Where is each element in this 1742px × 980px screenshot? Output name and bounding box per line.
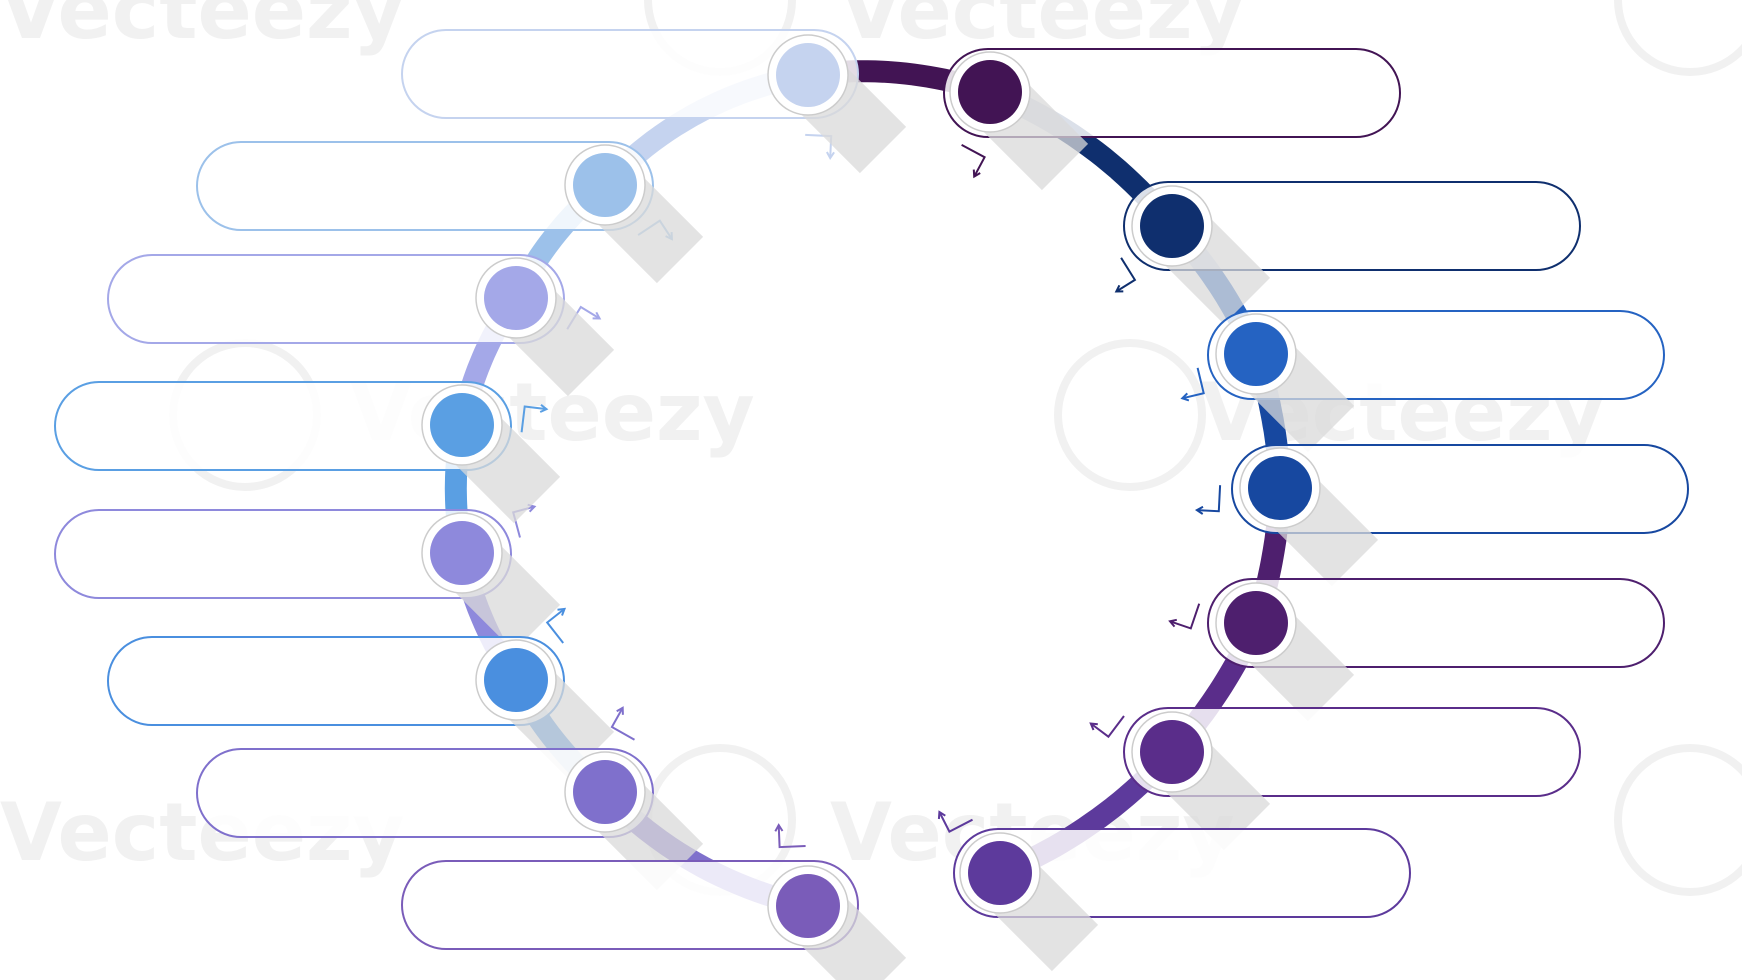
- connector-arrow: [1090, 715, 1125, 739]
- step-node[interactable]: [776, 874, 840, 938]
- connector-arrow: [610, 707, 635, 741]
- step-node[interactable]: [1224, 591, 1288, 655]
- step-node[interactable]: [573, 760, 637, 824]
- step-callout-2: [196, 141, 704, 284]
- connector-arrow: [1196, 485, 1222, 513]
- step-label-box[interactable]: [107, 254, 565, 344]
- step-callout-15: [953, 828, 1411, 972]
- step-label-box[interactable]: [196, 748, 654, 838]
- step-callout-5: [54, 509, 561, 652]
- step-callout-13: [1207, 578, 1665, 722]
- step-node[interactable]: [968, 841, 1032, 905]
- watermark-text: Vecteezy: [840, 0, 1245, 57]
- step-callout-10: [1123, 181, 1581, 325]
- connector-arrow: [1115, 257, 1137, 293]
- step-node[interactable]: [573, 153, 637, 217]
- step-callout-8: [401, 860, 907, 980]
- arrow-head: [826, 151, 835, 161]
- step-label-box[interactable]: [401, 29, 859, 119]
- arrow-head: [616, 706, 624, 715]
- step-node[interactable]: [1224, 322, 1288, 386]
- step-callout-6: [107, 636, 615, 779]
- arrow-head: [774, 823, 784, 832]
- step-callout-12: [1231, 444, 1689, 587]
- arrow-head: [1180, 392, 1190, 402]
- arrow-head: [937, 810, 946, 820]
- step-node[interactable]: [776, 43, 840, 107]
- step-callout-1: [401, 29, 907, 174]
- step-callout-9: [943, 48, 1401, 191]
- step-node[interactable]: [1140, 194, 1204, 258]
- step-callout-4: [54, 381, 561, 524]
- watermark-text: Vecteezy: [0, 0, 405, 57]
- connector-arrow: [520, 405, 547, 433]
- step-node[interactable]: [1248, 456, 1312, 520]
- step-label-box[interactable]: [401, 860, 859, 950]
- arrow-head: [972, 169, 981, 179]
- step-callout-14: [1123, 707, 1581, 851]
- step-label-box[interactable]: [196, 141, 654, 231]
- arrow-head: [539, 404, 549, 413]
- arrow-head: [1168, 618, 1178, 628]
- step-callout-11: [1207, 310, 1665, 453]
- arrow-head: [557, 607, 567, 616]
- connector-arrow: [1169, 603, 1201, 630]
- step-label-box[interactable]: [107, 636, 565, 726]
- step-node[interactable]: [958, 60, 1022, 124]
- step-label-box[interactable]: [54, 509, 512, 599]
- arrow-head: [1114, 284, 1124, 293]
- connector-arrow: [961, 144, 986, 178]
- step-node[interactable]: [484, 266, 548, 330]
- connector-arrow: [545, 608, 566, 644]
- step-callout-7: [196, 748, 704, 891]
- connector-arrow: [938, 811, 973, 833]
- arrow-head: [1194, 505, 1204, 515]
- step-callout-3: [107, 254, 615, 397]
- arrow-head: [1089, 722, 1098, 731]
- connector-arrow: [1182, 367, 1205, 400]
- step-node[interactable]: [430, 521, 494, 585]
- step-label-box[interactable]: [54, 381, 512, 471]
- step-node[interactable]: [484, 648, 548, 712]
- connector-arrow: [777, 825, 806, 849]
- step-node[interactable]: [430, 393, 494, 457]
- step-callouts: [54, 29, 1689, 980]
- arrow-head: [592, 311, 602, 320]
- step-node[interactable]: [1140, 720, 1204, 784]
